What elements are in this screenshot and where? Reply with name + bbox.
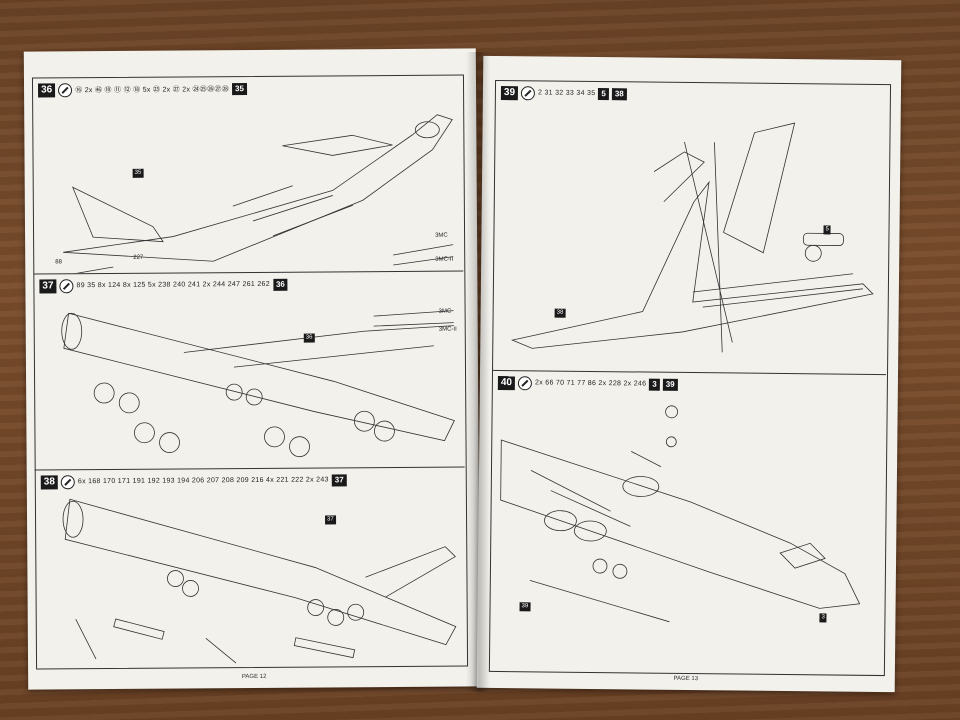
callout-39: 39: [519, 602, 531, 612]
label-3mc: 3MC: [438, 308, 452, 315]
instruction-page-left: 36 ⑯ 2x ㊻ ⑩ ⑪ ⑫ ⑱ 5x ㉓ 2x ㉗ 2x ㉔㉕㉖㉗㉘ 35 …: [23, 48, 481, 690]
callout-3: 3: [819, 613, 827, 623]
step-39-drawing: [511, 122, 874, 353]
step-36-drawing: [53, 114, 454, 274]
step-37-drawing: [61, 310, 455, 458]
step-40-panel: 40 2x 66 70 71 77 86 2x 228 2x 246 3 39 …: [489, 370, 886, 674]
step-39-panel: 39 2 31 32 33 34 35 5 38 5 38: [492, 79, 890, 376]
booklet-spine: [466, 52, 490, 692]
instruction-page-right: 39 2 31 32 33 34 35 5 38 5 38 40 2x 66 7…: [476, 55, 902, 693]
callout-36: 36: [303, 333, 315, 343]
callout-227: 227: [133, 254, 144, 261]
callout-38: 38: [554, 308, 566, 318]
step-40-drawing: [500, 405, 861, 623]
label-3mc-ii: 3MC-II: [435, 256, 454, 263]
step-38-drawing: [62, 498, 457, 664]
step-38-panel: 38 6x 168 170 171 191 192 193 194 206 20…: [35, 467, 466, 668]
label-3mc-ii: 3MC-II: [438, 326, 457, 333]
callout-37: 37: [325, 515, 336, 525]
callout-88: 88: [55, 259, 62, 266]
step-37-panel: 37 89 35 8x 124 8x 125 5x 238 240 241 2x…: [33, 270, 465, 471]
step-36-panel: 36 ⑯ 2x ㊻ ⑩ ⑪ ⑫ ⑱ 5x ㉓ 2x ㉗ 2x ㉔㉕㉖㉗㉘ 35 …: [31, 74, 464, 275]
callout-5: 5: [823, 225, 831, 235]
callout-35: 35: [132, 168, 144, 178]
label-3mc: 3MC: [435, 232, 448, 239]
page-number: PAGE 12: [241, 673, 267, 681]
